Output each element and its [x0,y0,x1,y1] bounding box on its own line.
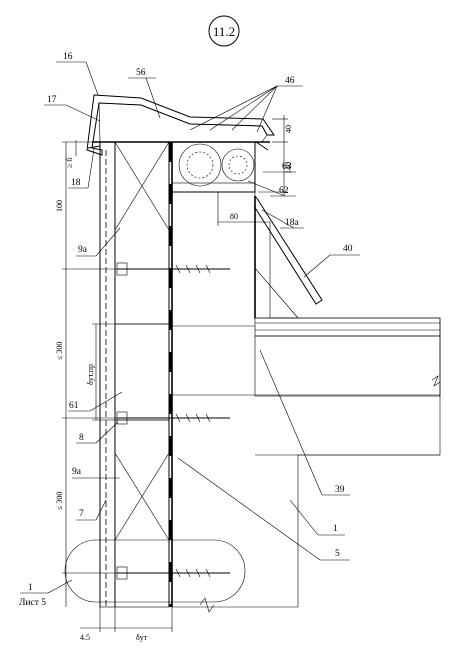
label-40: 40 [343,244,353,254]
label-46: 46 [285,76,295,86]
detail-number: 11.2 [213,24,235,39]
label-56: 56 [136,68,146,78]
leader [87,148,95,189]
label-39: 39 [335,485,345,495]
leader [95,421,119,444]
break-mark [199,597,215,613]
leader [189,85,278,131]
label-7: 7 [79,509,84,519]
label-5: 5 [335,549,340,559]
leader [289,499,319,536]
insulation-x-mark [114,452,170,541]
break-mark [431,375,441,387]
dim-delta-ut: δут [136,633,148,642]
leader [85,61,99,96]
leader [145,77,161,119]
bracket-18a [255,141,269,151]
label-63: 63 [282,162,292,172]
dim-140: 140 [284,162,293,174]
label-17: 17 [47,95,57,105]
roof-insulation-layer [254,335,441,397]
leader [256,85,278,133]
concrete-wall-section [171,141,441,608]
dim-80: 80 [230,212,238,221]
dim-6: ≥ 6 [65,158,74,168]
leader [89,391,123,412]
insulation-x-mark [114,141,170,231]
leader [261,209,295,229]
label-1: 1 [333,524,338,534]
label-18: 18 [71,178,81,188]
bracket-18 [87,145,101,149]
insulation-roll [221,148,255,182]
dim-100: 100 [55,200,64,212]
label-9a-top: 9а [78,245,88,255]
dim-300-a: ≤ 300 [55,342,64,360]
insulation-roll [228,155,248,175]
leader [303,254,331,278]
label-16: 16 [63,52,73,62]
label-18a: 18а [285,218,300,228]
dim-delta-ut-pr: δут.пр [86,364,95,385]
sheet-ref-leader [47,579,73,594]
detail-callout-ellipse [64,539,246,603]
leader [247,180,286,197]
dim-40-top: 40 [284,125,293,133]
anchor-dowel [116,262,230,276]
sheet-ref-number: 1 [28,583,33,593]
detail-number-circle [208,15,240,47]
sheet-ref-text: Лист 5 [19,598,46,608]
apron-flashing [253,195,323,305]
dim-4-5: 4.5 [80,633,90,642]
leader [65,104,101,122]
leader [231,85,278,131]
leader [209,85,278,131]
label-61: 61 [69,401,79,411]
leader [177,457,321,561]
leader [95,499,107,521]
anchor-dowel [116,566,230,580]
dim-300-b: ≤ 300 [55,492,64,510]
insulation-roll [178,143,222,187]
parapet-base-board [171,182,256,193]
parapet-fillet [254,267,299,319]
label-8: 8 [79,433,84,443]
anchor-dowel [116,411,230,425]
label-9a-bottom: 9а [72,467,82,477]
leader [259,349,323,496]
insulation-layer-upper [114,141,170,325]
plaster-layer [99,141,116,608]
insulation-roll [186,151,214,179]
leader [95,227,121,257]
roof-screed-layer [254,317,441,337]
label-62: 62 [279,186,289,196]
fire-break-insulation [114,323,170,421]
